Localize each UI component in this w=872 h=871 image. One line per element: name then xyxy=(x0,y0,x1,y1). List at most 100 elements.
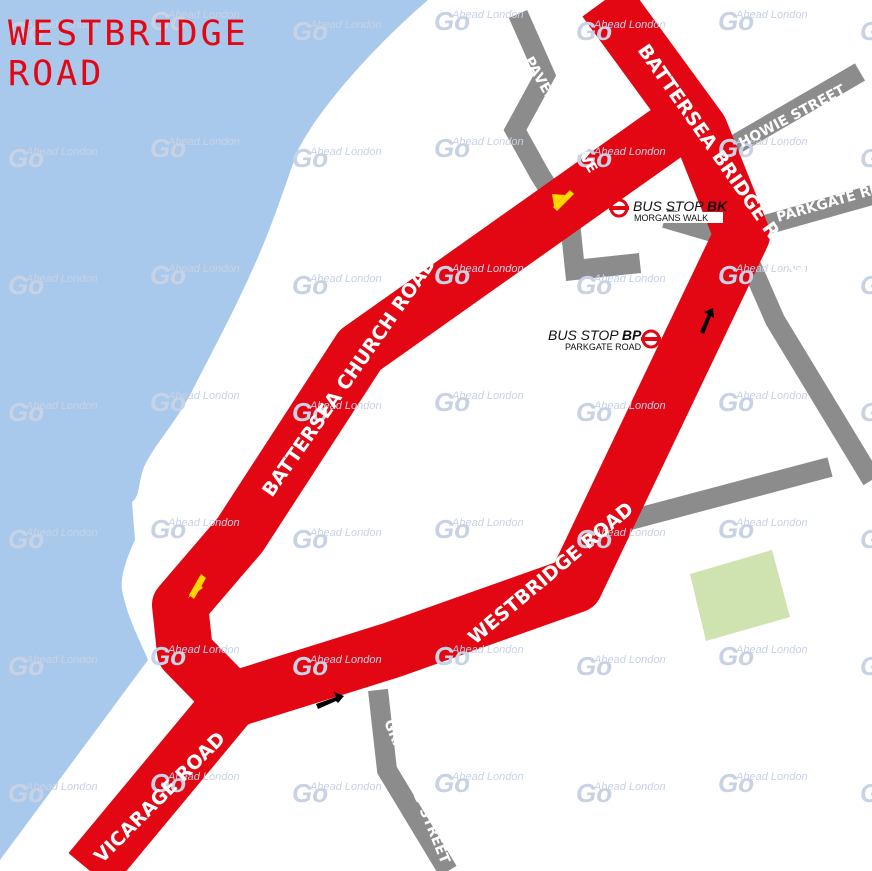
watermark-text: Ahead London xyxy=(25,527,98,539)
watermark-go: Go xyxy=(292,16,328,46)
watermark-go: Go xyxy=(292,143,328,173)
watermark-go: Go xyxy=(860,524,872,554)
watermark-go: Go xyxy=(860,270,872,300)
map-title-line2: ROAD xyxy=(8,54,105,94)
watermark-go: Go xyxy=(718,387,754,417)
watermark-go: Go xyxy=(292,651,328,681)
watermark-go: Go xyxy=(718,133,754,163)
watermark-text: Ahead London xyxy=(167,136,240,148)
watermark-go: Go xyxy=(576,270,612,300)
direction-arrow-icon xyxy=(700,308,714,334)
watermark-text: Ahead London xyxy=(309,654,382,666)
watermark-text: Ahead London xyxy=(451,136,524,148)
park xyxy=(690,550,790,641)
watermark-go: Go xyxy=(718,260,754,290)
direction-arrow-icon xyxy=(189,574,206,599)
watermark-go: Go xyxy=(860,397,872,427)
watermark-go: Go xyxy=(434,133,470,163)
watermark-go: Go xyxy=(292,270,328,300)
watermark-go: Go xyxy=(576,651,612,681)
watermark-text: Ahead London xyxy=(25,654,98,666)
watermark-text: Ahead London xyxy=(309,146,382,158)
map-title: WESTBRIDGE ROAD xyxy=(8,14,249,94)
watermark-go: Go xyxy=(434,260,470,290)
watermark-go: Go xyxy=(860,651,872,681)
watermark-go: Go xyxy=(576,778,612,808)
watermark-text: Ahead London xyxy=(451,517,524,529)
bus-stop-bk[interactable]: BUS STOP BK MORGANS WALK xyxy=(609,198,728,223)
watermark-text: Ahead London xyxy=(309,781,382,793)
watermark-text: Ahead London xyxy=(167,517,240,529)
watermark-go: Go xyxy=(434,641,470,671)
watermark-go: Go xyxy=(150,133,186,163)
watermark-text: Ahead London xyxy=(735,136,808,148)
watermark-go: Go xyxy=(292,524,328,554)
watermark-go: Go xyxy=(576,16,612,46)
watermark-text: Ahead London xyxy=(167,644,240,656)
bus-stop-roundel-icon xyxy=(609,198,629,218)
watermark-text: Ahead London xyxy=(167,263,240,275)
direction-arrow-icon xyxy=(552,194,565,206)
watermark-go: Go xyxy=(718,514,754,544)
vicarage-road-segment xyxy=(68,682,254,871)
watermark-go: Go xyxy=(150,514,186,544)
watermark-text: Ahead London xyxy=(735,390,808,402)
map-title-line1: WESTBRIDGE xyxy=(8,14,249,54)
watermark-text: Ahead London xyxy=(593,527,666,539)
watermark-text: Ahead London xyxy=(25,19,98,31)
watermark-text: Ahead London xyxy=(309,527,382,539)
watermark-text: Ahead London xyxy=(25,400,98,412)
watermark-text: Ahead London xyxy=(735,263,808,275)
watermark-go: Go xyxy=(8,270,44,300)
direction-arrow-icon xyxy=(316,692,344,709)
direction-arrows xyxy=(188,190,714,709)
watermark-go: Go xyxy=(292,778,328,808)
bus-stop-bk-label-bg xyxy=(631,212,723,223)
bus-stop-bp[interactable]: BUS STOP BP PARKGATE ROAD xyxy=(548,327,661,352)
watermark-text: Ahead London xyxy=(451,644,524,656)
paverley-drive-road xyxy=(503,9,642,282)
watermark-go: Go xyxy=(8,651,44,681)
river-thames xyxy=(0,0,428,860)
watermark-go: Go xyxy=(576,397,612,427)
watermark-go: Go xyxy=(8,778,44,808)
watermark-text: Ahead London xyxy=(309,400,382,412)
watermark-go: Go xyxy=(150,641,186,671)
watermark-go: Go xyxy=(718,768,754,798)
watermark-text: Ahead London xyxy=(167,390,240,402)
watermark-go: Go xyxy=(8,16,44,46)
watermark-go: Go xyxy=(434,514,470,544)
watermark-go: Go xyxy=(860,143,872,173)
bus-stop-bp-title: BUS STOP BP xyxy=(548,327,642,343)
watermark-text: Ahead London xyxy=(593,146,666,158)
watermark-text: Ahead London xyxy=(451,263,524,275)
watermark-go: Go xyxy=(718,641,754,671)
bus-stop-bk-title: BUS STOP BK xyxy=(633,198,728,214)
bus-stop-bk-name: MORGANS WALK xyxy=(634,213,708,223)
watermark-text: Ahead London xyxy=(735,771,808,783)
route-roads xyxy=(68,0,770,871)
watermark-go: Go xyxy=(8,524,44,554)
watermark-go: Go xyxy=(150,768,186,798)
watermark-text: Ahead London xyxy=(25,781,98,793)
watermark-go: Go xyxy=(150,387,186,417)
direction-arrow-icon xyxy=(553,190,574,211)
bus-stop-roundel-icon xyxy=(641,329,661,349)
